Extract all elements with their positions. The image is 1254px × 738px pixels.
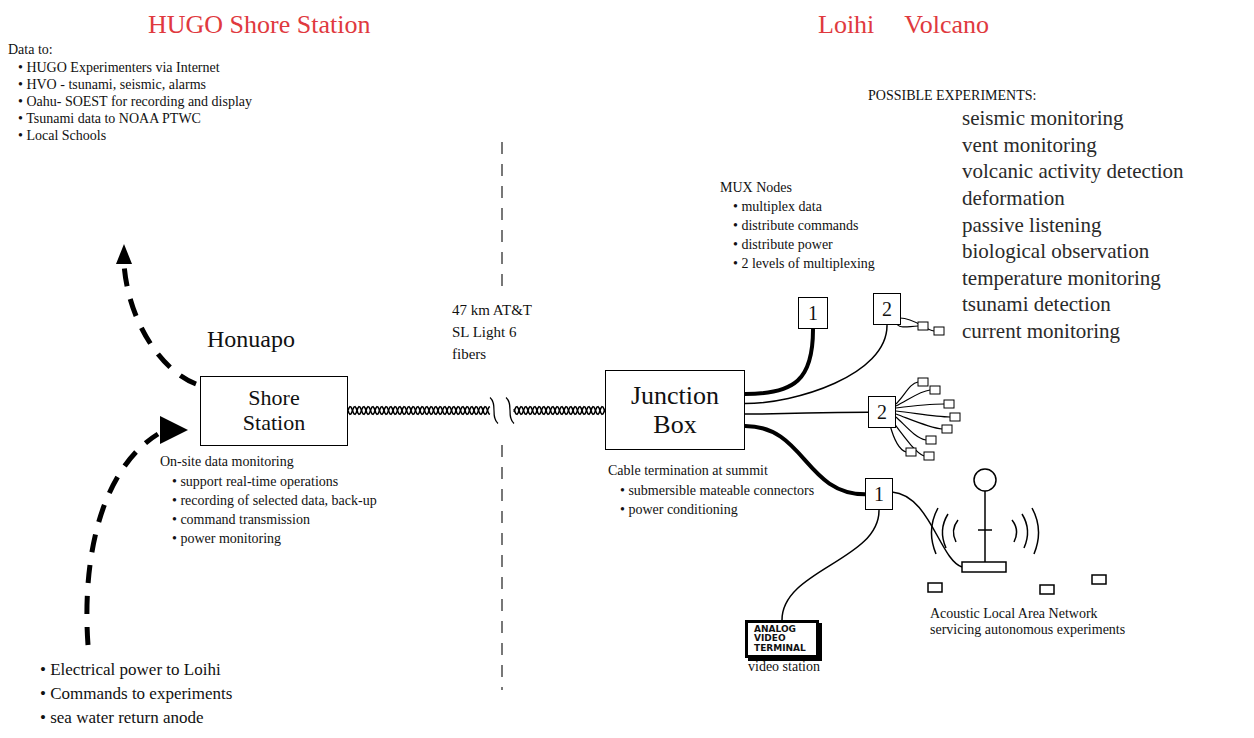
connector (348, 398, 605, 424)
experiment-item: temperature monitoring (962, 266, 1161, 290)
list-heading: Data to: (8, 42, 53, 58)
experiment-item: seismic monitoring (962, 106, 1124, 130)
experiment-item: deformation (962, 186, 1065, 210)
mux-node-box: 2 (868, 396, 896, 428)
list-item: • HUGO Experimenters via Internet (18, 60, 220, 76)
twisted-cable (348, 407, 605, 415)
connector (745, 412, 868, 414)
data-out-arrow (116, 244, 196, 384)
list-item: • power conditioning (620, 502, 738, 518)
box-label: 2 (877, 401, 887, 423)
power-in-arrow (87, 416, 188, 645)
twisted-cable (348, 407, 605, 415)
box-label: 2 (882, 298, 892, 320)
list-item: • submersible mateable connectors (620, 483, 814, 499)
place-name: Honuapo (207, 326, 295, 354)
mux-node-box: 1 (798, 297, 828, 329)
experiment-item: biological observation (962, 239, 1149, 263)
region-title: HUGO Shore Station (148, 10, 370, 40)
list-item: • Local Schools (18, 128, 106, 144)
box-label: ANALOG VIDEO TERMINAL (754, 625, 810, 653)
connector (745, 325, 887, 403)
experiment-item: passive listening (962, 213, 1101, 237)
cable-break (506, 398, 514, 424)
list-heading: Cable termination at summit (608, 463, 768, 479)
cable-line (745, 412, 868, 414)
list-heading: On-site data monitoring (160, 454, 294, 470)
sensor-boxes (906, 322, 960, 460)
junction-box: Junction Box (605, 370, 745, 450)
mux-node-box: 1 (865, 478, 893, 510)
cable-line (745, 329, 813, 394)
box-label: Junction Box (620, 381, 730, 439)
cable-label: 47 km AT&T SL Light 6 fibers (450, 300, 554, 365)
experiment-item: volcanic activity detection (962, 159, 1184, 183)
mux-node-box: 2 (873, 293, 901, 325)
video-terminal-box: ANALOG VIDEO TERMINALvideo station (745, 620, 819, 658)
box-label: Shore Station (229, 386, 319, 435)
list-item: • sea water return anode (40, 708, 204, 728)
cable-line (745, 325, 887, 403)
divider-line (501, 142, 503, 690)
cable-line (782, 510, 879, 620)
list-heading: MUX Nodes (720, 180, 792, 196)
cable-break (490, 398, 498, 424)
list-item: • distribute commands (733, 218, 858, 234)
list-item: • Oahu- SOEST for recording and display (18, 94, 252, 110)
experiment-item: current monitoring (962, 319, 1120, 343)
experiment-item: tsunami detection (962, 292, 1111, 316)
experiment-item: vent monitoring (962, 133, 1097, 157)
acoustic-modem (892, 469, 1106, 594)
list-heading: POSSIBLE EXPERIMENTS: (868, 88, 1036, 104)
box-label: 1 (874, 483, 884, 505)
list-item: • Commands to experiments (40, 684, 232, 704)
shore-station-box: Shore Station (200, 376, 348, 446)
mux-wires (890, 318, 950, 456)
list-item: • Electrical power to Loihi (40, 660, 221, 680)
list-item: • power monitoring (172, 531, 281, 547)
region-title: Loihi Volcano (818, 10, 989, 40)
network-note: Acoustic Local Area Network servicing au… (930, 606, 1130, 638)
list-item: • Tsunami data to NOAA PTWC (18, 111, 201, 127)
list-item: • recording of selected data, back-up (172, 493, 377, 509)
connector (782, 510, 879, 620)
list-item: • command transmission (172, 512, 310, 528)
list-item: • distribute power (733, 237, 833, 253)
box-caption: video station (748, 659, 820, 675)
list-item: • support real-time operations (172, 474, 338, 490)
connector (745, 329, 813, 394)
box-label: 1 (808, 302, 818, 324)
list-item: • multiplex data (733, 199, 822, 215)
list-item: • 2 levels of multiplexing (733, 256, 875, 272)
list-item: • HVO - tsunami, seismic, alarms (18, 77, 206, 93)
